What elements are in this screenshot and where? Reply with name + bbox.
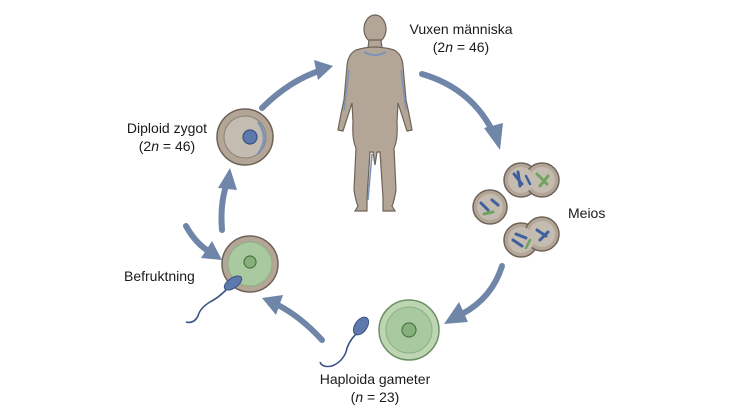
cycle-arrows — [183, 60, 505, 343]
label-meiosis: Meios — [568, 205, 606, 221]
arrow-meiosis-to-gametes — [459, 263, 505, 317]
adult-human-figure — [337, 14, 413, 212]
label-zygote-title: Diploid zygot — [126, 120, 208, 136]
meiosis-cells — [472, 162, 560, 258]
label-adult-human: Vuxen människa (2n = 46) — [396, 20, 526, 56]
fertilization-sperm — [185, 275, 243, 324]
label-gametes-title: Haploida gameter — [319, 371, 431, 387]
arrow-incoming-sperm — [183, 223, 213, 255]
haploid-egg-cell — [378, 299, 440, 361]
haploid-sperm-cell — [319, 316, 370, 368]
arrowhead-meiosis-to-gametes — [444, 302, 468, 324]
arrowhead-fertilization-to-zygote — [218, 168, 237, 190]
label-fertilization: Befruktning — [124, 268, 195, 284]
label-diploid-zygote: Diploid zygot (2n = 46) — [112, 119, 222, 155]
label-haploid-gametes: Haploida gameter (n = 23) — [310, 370, 440, 406]
meiosis-cell-middle — [472, 189, 508, 225]
arrowhead-adult-to-meiosis — [484, 123, 503, 150]
arrowhead-gametes-to-fertilization — [262, 295, 283, 315]
label-adult-ploidy: (2n = 46) — [432, 39, 490, 55]
arrowhead-zygote-to-adult — [314, 60, 333, 80]
label-adult-title: Vuxen människa — [409, 21, 513, 37]
meiosis-cell-bottom — [503, 216, 560, 258]
arrow-gametes-to-fertilization — [273, 301, 325, 343]
meiosis-cell-top — [503, 162, 560, 198]
arrowhead-incoming-sperm — [201, 241, 222, 260]
arrow-adult-to-meiosis — [419, 71, 495, 133]
arrow-zygote-to-adult — [259, 67, 325, 111]
label-zygote-ploidy: (2n = 46) — [138, 138, 196, 154]
label-gametes-ploidy: (n = 23) — [350, 389, 400, 405]
diploid-zygote-cell — [216, 108, 274, 166]
arrow-fertilization-to-zygote — [218, 183, 229, 233]
